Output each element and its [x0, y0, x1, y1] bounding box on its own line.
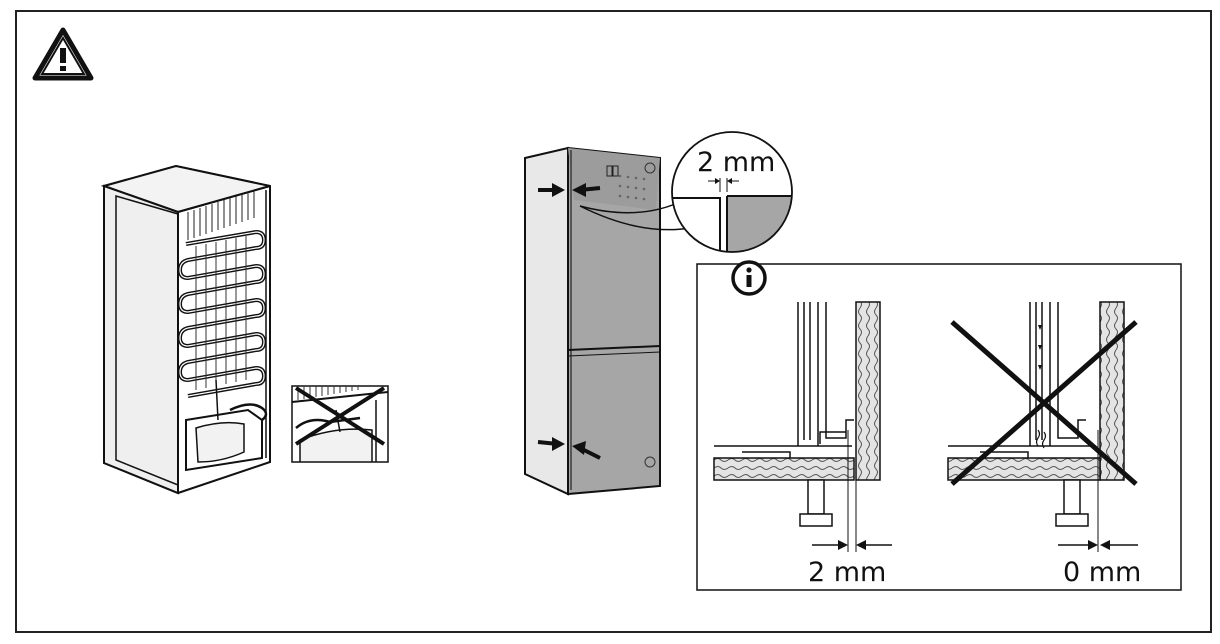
info-circle-icon	[731, 260, 767, 296]
wrong-position-detail	[291, 385, 389, 463]
instruction-frame	[15, 10, 1212, 633]
gap-top-label: 2 mm	[697, 147, 775, 178]
gap-wrong-label: 0 mm	[1063, 557, 1141, 588]
warning-triangle-icon	[32, 27, 94, 81]
info-panel: 2 mm 0 mm	[696, 260, 1182, 591]
fridge-back-illustration	[100, 164, 271, 495]
gap-correct-label: 2 mm	[808, 557, 886, 588]
gap-magnifier: 2 mm	[671, 131, 793, 253]
correct-installation-detail: 2 mm	[713, 301, 892, 588]
wrong-installation-detail: 0 mm	[947, 301, 1141, 588]
built-in-cabinet-illustration	[524, 146, 691, 496]
